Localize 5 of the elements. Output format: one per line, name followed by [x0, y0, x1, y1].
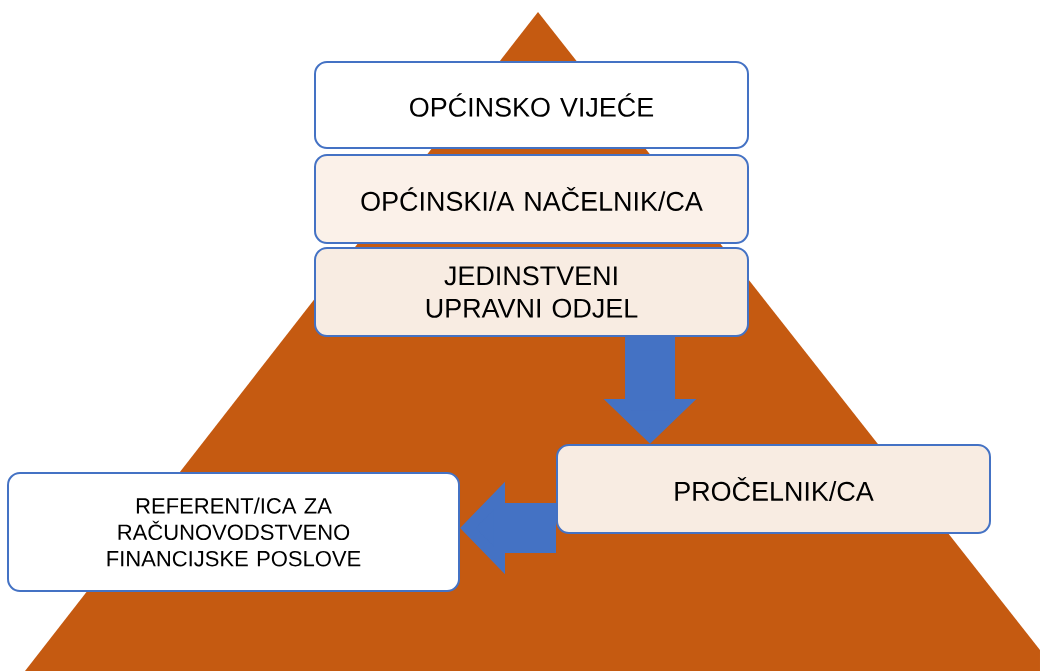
- org-box: PROČELNIK/CA: [556, 444, 991, 534]
- org-box: OPĆINSKO VIJEĆE: [314, 61, 749, 149]
- org-box: OPĆINSKI/A NAČELNIK/CA: [314, 154, 749, 244]
- org-box: JEDINSTVENI UPRAVNI ODJEL: [314, 247, 749, 337]
- org-box: REFERENT/ICA ZA RAČUNOVODSTVENO FINANCIJSKE POSLOVE: [7, 472, 460, 592]
